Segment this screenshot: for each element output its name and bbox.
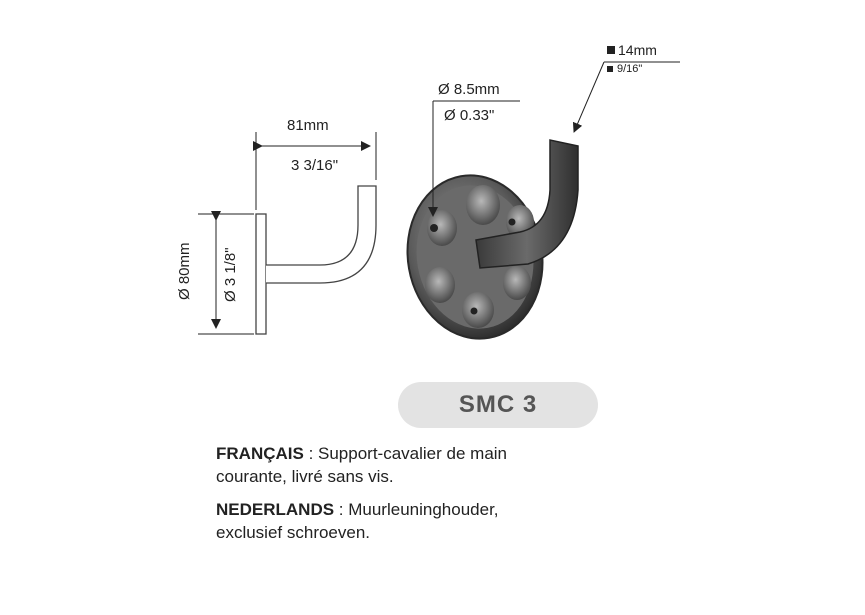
description-dutch-line2: exclusief schroeven. xyxy=(216,523,371,542)
bar-mm-marker xyxy=(607,46,615,54)
product-code-badge: SMC 3 xyxy=(398,382,598,428)
bracket-render xyxy=(406,139,579,340)
hole-callout-line xyxy=(428,100,520,217)
side-profile xyxy=(255,185,377,335)
description-french-line2: courante, livré sans vis. xyxy=(216,467,394,486)
length-mm-label: 81mm xyxy=(287,117,329,134)
hole-mm-label: Ø 8.5mm xyxy=(438,81,500,98)
length-dimension-line xyxy=(253,132,377,210)
lang-label-french: FRANÇAIS xyxy=(216,444,304,463)
bar-in-label: 9/16" xyxy=(617,63,643,75)
length-in-label: 3 3/16" xyxy=(291,157,339,174)
lang-label-dutch: NEDERLANDS xyxy=(216,500,335,519)
description-french-line1: Support-cavalier de main xyxy=(318,444,507,463)
bar-mm-label: 14mm xyxy=(618,42,657,58)
diameter-mm-label: Ø 80mm xyxy=(176,242,193,300)
description-dutch-line1: Muurleuninghouder, xyxy=(348,500,499,519)
description-dutch: NEDERLANDS : Muurleuninghouder, exclusie… xyxy=(216,500,499,542)
hole-in-label: Ø 0.33" xyxy=(444,107,495,124)
description-french: FRANÇAIS : Support-cavalier de main cour… xyxy=(216,444,507,486)
bar-callout-line xyxy=(572,61,680,133)
diameter-in-label: Ø 3 1/8" xyxy=(222,247,239,302)
bar-in-marker xyxy=(607,66,613,72)
diameter-dimension-line xyxy=(198,211,254,335)
